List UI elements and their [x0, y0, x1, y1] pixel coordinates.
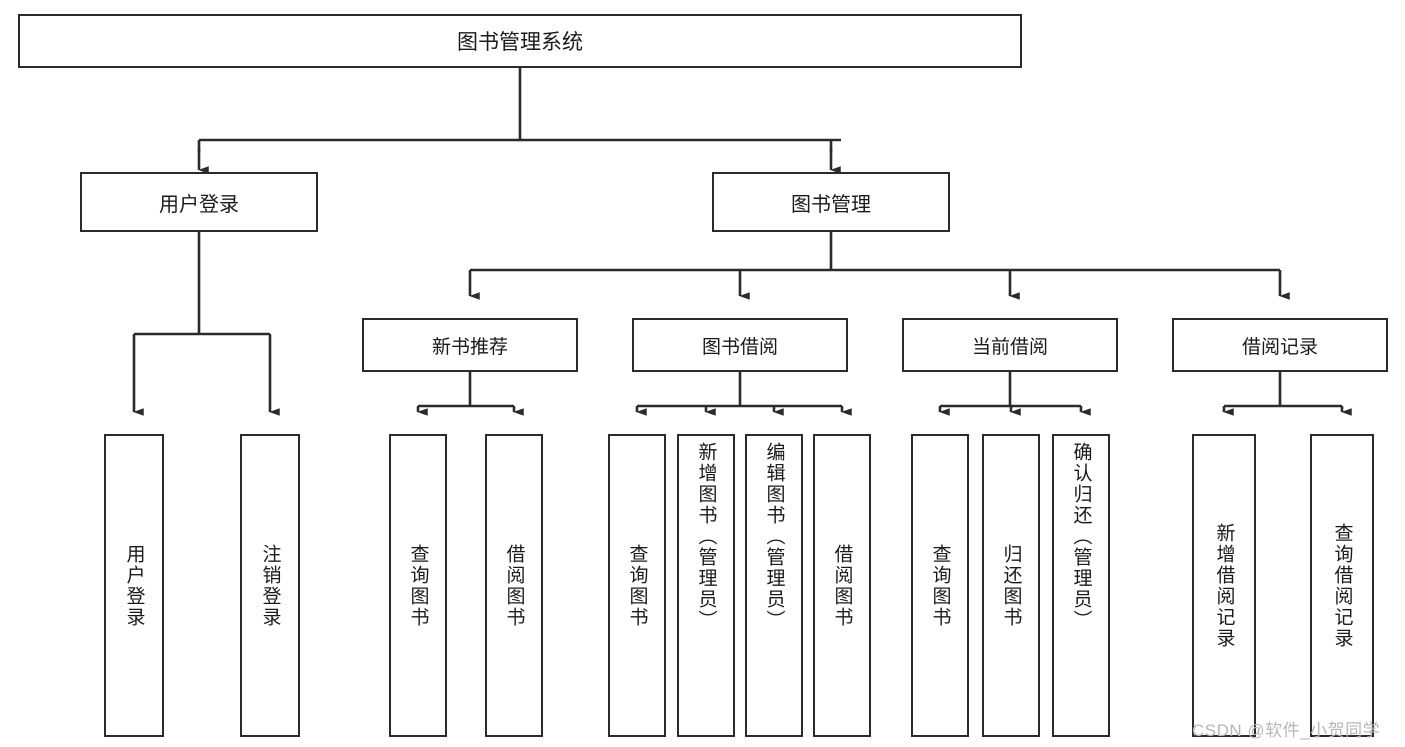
leaf-borrow-book-recommend-label: 借阅图书 [503, 543, 525, 628]
leaf-logout-label: 注销登录 [259, 543, 281, 628]
leaf-return-book-label: 归还图书 [1000, 543, 1022, 628]
node-root-label: 图书管理系统 [457, 31, 583, 54]
leaf-logout[interactable]: 注销登录 [240, 434, 300, 737]
leaf-user-login[interactable]: 用户登录 [104, 434, 164, 737]
leaf-query-book-current-label: 查询图书 [929, 543, 951, 628]
node-borrow-record[interactable]: 借阅记录 [1172, 318, 1388, 372]
leaf-borrow-book-recommend[interactable]: 借阅图书 [485, 434, 543, 737]
leaf-return-book[interactable]: 归还图书 [982, 434, 1040, 737]
leaf-edit-book-admin-label: 编辑图书（管理员） [763, 442, 785, 631]
leaf-add-borrow-record-label: 新增借阅记录 [1213, 522, 1235, 649]
leaf-borrow-book-label: 借阅图书 [831, 543, 853, 628]
leaf-add-book-admin-label: 新增图书（管理员） [695, 442, 717, 631]
node-new-book-recommend[interactable]: 新书推荐 [362, 318, 578, 372]
node-new-book-recommend-label: 新书推荐 [431, 336, 508, 358]
leaf-query-book-borrow[interactable]: 查询图书 [608, 434, 666, 737]
leaf-query-borrow-record-label: 查询借阅记录 [1331, 522, 1353, 649]
node-borrow-record-label: 借阅记录 [1241, 336, 1318, 358]
leaf-add-borrow-record[interactable]: 新增借阅记录 [1192, 434, 1256, 737]
node-book-management-label: 图书管理 [791, 193, 871, 216]
leaf-user-login-label: 用户登录 [123, 543, 145, 628]
node-user-login[interactable]: 用户登录 [80, 172, 318, 232]
leaf-query-book-recommend[interactable]: 查询图书 [389, 434, 447, 737]
leaf-add-book-admin[interactable]: 新增图书（管理员） [677, 434, 735, 737]
leaf-query-book-current[interactable]: 查询图书 [911, 434, 969, 737]
node-current-borrow[interactable]: 当前借阅 [902, 318, 1118, 372]
node-user-login-label: 用户登录 [159, 193, 239, 216]
watermark: CSDN @软件_小贺同学 [1192, 721, 1381, 740]
node-book-borrow-label: 图书借阅 [701, 336, 778, 358]
node-book-borrow[interactable]: 图书借阅 [632, 318, 848, 372]
node-book-management[interactable]: 图书管理 [712, 172, 950, 232]
leaf-confirm-return-admin-label: 确认归还（管理员） [1070, 442, 1092, 631]
leaf-query-borrow-record[interactable]: 查询借阅记录 [1310, 434, 1374, 737]
node-current-borrow-label: 当前借阅 [971, 336, 1048, 358]
leaf-borrow-book[interactable]: 借阅图书 [813, 434, 871, 737]
leaf-edit-book-admin[interactable]: 编辑图书（管理员） [745, 434, 803, 737]
leaf-confirm-return-admin[interactable]: 确认归还（管理员） [1052, 434, 1110, 737]
leaf-query-book-borrow-label: 查询图书 [626, 543, 648, 628]
leaf-query-book-recommend-label: 查询图书 [407, 543, 429, 628]
node-root[interactable]: 图书管理系统 [18, 14, 1022, 68]
